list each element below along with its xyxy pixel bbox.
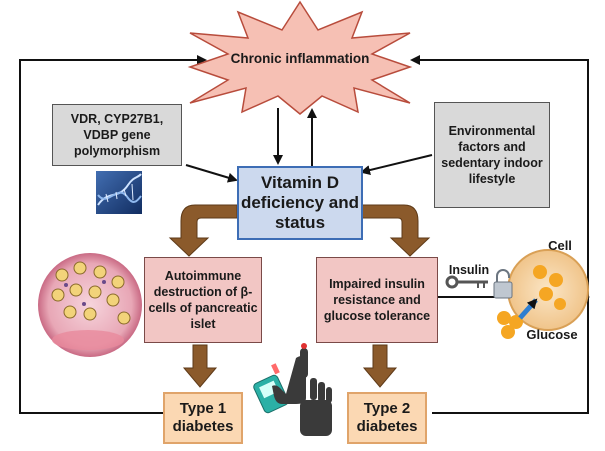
cell-label: Cell [548, 237, 572, 253]
dna-icon [96, 171, 142, 214]
autoimmune-box: Autoimmune destruction of β-cells of pan… [144, 257, 262, 343]
down-arrow-left [182, 344, 218, 388]
curved-arrow-left [168, 204, 238, 257]
curved-arrow-right [361, 204, 431, 257]
feedback-line-right [410, 55, 589, 414]
arrow-gene-to-vitamin [185, 164, 238, 183]
glucose-label: Glucose [526, 326, 578, 342]
gene-polymorphism-box: VDR, CYP27B1, VDBP gene polymorphism [52, 104, 182, 166]
type2-diabetes-box: Type 2 diabetes [347, 392, 427, 444]
environmental-factors-box: Environmental factors and sedentary indo… [434, 102, 550, 208]
down-arrow-right [362, 344, 398, 388]
inflammation-starburst [187, 0, 413, 115]
vitamin-d-box: Vitamin D deficiency and status [237, 166, 363, 240]
arrow-env-to-vitamin [360, 154, 433, 175]
islet-cells-icon [38, 253, 142, 357]
key-lock-icon [445, 269, 513, 299]
type1-diabetes-box: Type 1 diabetes [163, 392, 243, 444]
insulin-label: Insulin [448, 263, 490, 277]
inflammation-label: Chronic inflammation [230, 50, 370, 66]
feedback-line-left [19, 55, 207, 414]
insulin-resistance-box: Impaired insulin resistance and glucose … [316, 257, 438, 343]
glucometer-finger-icon [253, 343, 332, 436]
